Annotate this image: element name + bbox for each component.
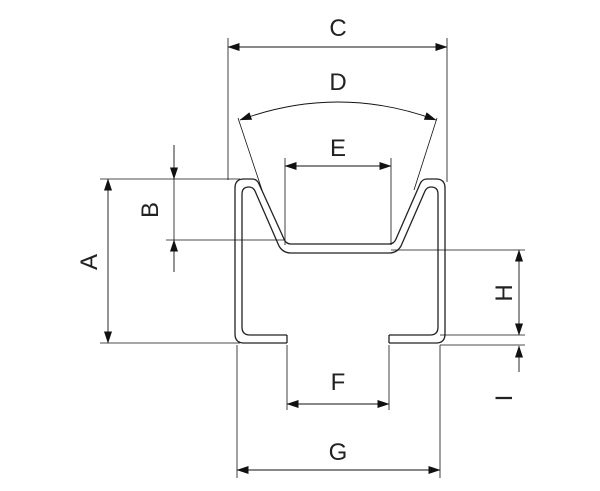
profile-outer-contour bbox=[234, 178, 446, 344]
label-f: F bbox=[331, 369, 346, 396]
label-b: B bbox=[137, 202, 164, 218]
label-h: H bbox=[491, 284, 518, 301]
dimension-labels: C D E A B H I F G bbox=[76, 15, 518, 466]
label-i: I bbox=[491, 395, 518, 402]
label-c: C bbox=[329, 15, 346, 42]
dimension-lines bbox=[104, 43, 523, 474]
label-a: A bbox=[76, 254, 103, 270]
label-g: G bbox=[329, 439, 348, 466]
label-e: E bbox=[330, 135, 346, 162]
channel-profile bbox=[234, 178, 446, 344]
extension-lines bbox=[100, 38, 525, 478]
dim-arc-d bbox=[239, 101, 437, 121]
label-d: D bbox=[329, 69, 346, 96]
profile-inner-contour bbox=[241, 186, 439, 336]
